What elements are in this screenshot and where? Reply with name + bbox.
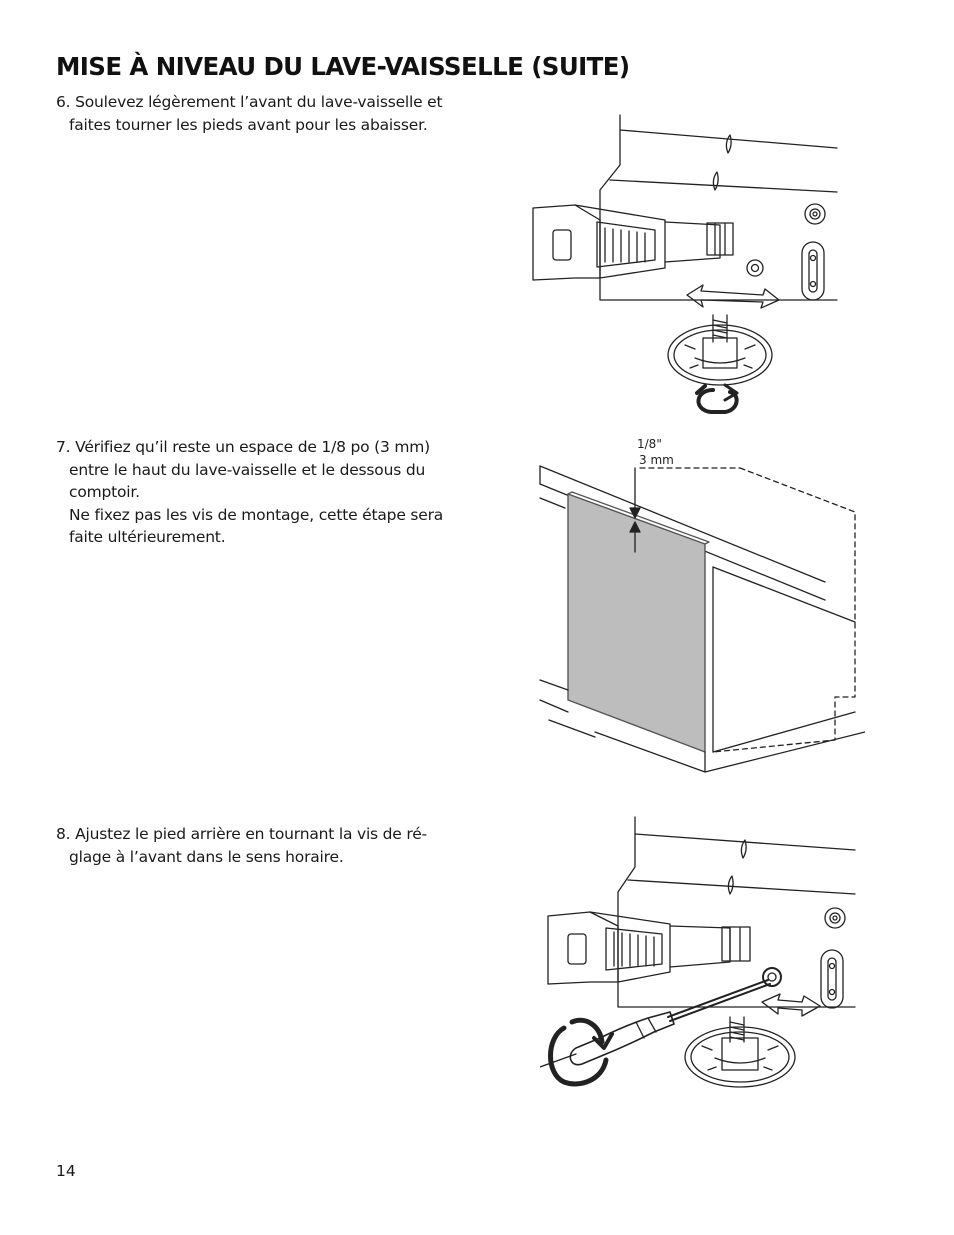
step-7-line-4: Ne fixez pas les vis de montage, cette é… xyxy=(69,505,444,524)
gap-label-inch: 1/8" xyxy=(637,437,662,451)
gap-check-illustration: 1/8" 3 mm xyxy=(539,437,865,773)
step-8-line-1: 8. Ajustez le pied arrière en tournant l… xyxy=(56,825,427,843)
step-6-line-2: faites tourner les pieds avant pour les … xyxy=(69,115,428,134)
front-leg-illustration xyxy=(532,114,838,414)
step-7-line-1: 7. Vérifiez qu’il reste un espace de 1/8… xyxy=(56,438,431,456)
rear-leg-adjustment-illustration xyxy=(540,816,856,1088)
step-8-instruction: 8. Ajustez le pied arrière en tournant l… xyxy=(56,823,427,868)
step-7-line-3: comptoir. xyxy=(69,483,140,501)
step-6-instruction: 6. Soulevez légèrement l’avant du lave-v… xyxy=(56,91,443,136)
step-7-line-2: entre le haut du lave-vaisselle et le de… xyxy=(69,460,426,479)
step-7-line-5: faite ultérieurement. xyxy=(69,528,226,546)
page-title: MISE À NIVEAU DU LAVE-VAISSELLE (SUITE) xyxy=(56,52,630,81)
page-number: 14 xyxy=(56,1162,76,1180)
step-7-instruction: 7. Vérifiez qu’il reste un espace de 1/8… xyxy=(56,436,443,549)
step-6-line-1: 6. Soulevez légèrement l’avant du lave-v… xyxy=(56,93,443,111)
step-8-line-2: glage à l’avant dans le sens horaire. xyxy=(69,847,344,866)
gap-label-mm: 3 mm xyxy=(639,453,674,467)
